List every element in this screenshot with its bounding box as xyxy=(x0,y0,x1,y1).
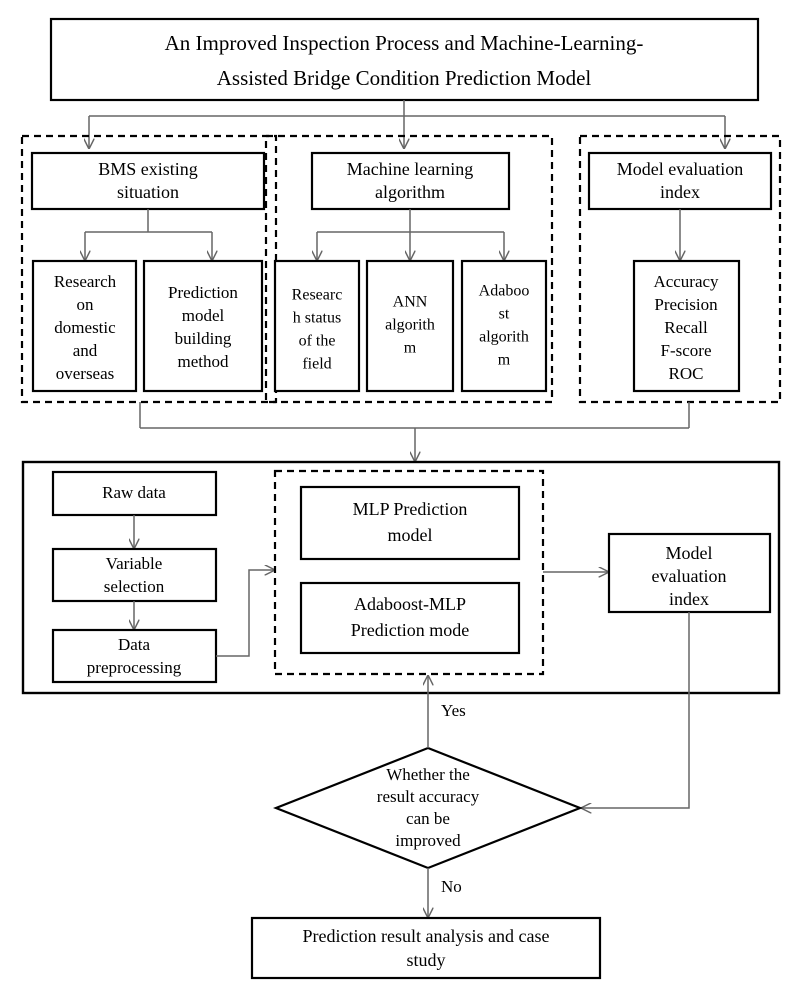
preprocessing-line-1: Data xyxy=(118,635,151,654)
bms-head-line-1: BMS existing xyxy=(98,159,198,179)
output-line-3: index xyxy=(669,589,709,609)
metric-precision: Precision xyxy=(654,295,718,314)
decision-line-4: improved xyxy=(395,831,461,850)
research-line-4: and xyxy=(73,341,98,360)
adamlp-line-1: Adaboost-MLP xyxy=(354,594,466,614)
evaluation-to-decision-connector xyxy=(582,612,690,808)
final-line-2: study xyxy=(406,950,445,970)
title-line-1: An Improved Inspection Process and Machi… xyxy=(165,31,644,55)
adamlp-line-2: Prediction mode xyxy=(351,620,469,640)
decision-line-2: result accuracy xyxy=(377,787,480,806)
groups-merge-connectors xyxy=(139,402,690,461)
group-prediction-models: MLP Prediction model Adaboost-MLP Predic… xyxy=(273,469,545,676)
box-ann-algorithm: ANN algorith m xyxy=(365,259,455,393)
no-label: No xyxy=(441,877,462,896)
group-bms-existing-situation: BMS existing situation Research on domes… xyxy=(20,134,278,404)
research-line-3: domestic xyxy=(54,318,116,337)
box-model-evaluation-index-output: Model evaluation index xyxy=(607,532,772,614)
metric-roc: ROC xyxy=(669,364,704,383)
variable-line-2: selection xyxy=(104,577,165,596)
box-prediction-result-analysis: Prediction result analysis and case stud… xyxy=(250,916,602,980)
research-line-1: Research xyxy=(54,272,117,291)
output-line-2: evaluation xyxy=(652,566,727,586)
metric-accuracy: Accuracy xyxy=(653,272,719,291)
adaboost-line-4: m xyxy=(498,352,511,369)
box-prediction-model-building: Prediction model building method xyxy=(142,259,264,393)
pipeline-outer-box xyxy=(21,460,781,695)
mlp-line-1: MLP Prediction xyxy=(353,499,468,519)
resstatus-line-2: h status xyxy=(293,310,341,327)
resstatus-line-3: of the xyxy=(299,333,336,350)
decision-no-branch: No xyxy=(428,868,462,917)
eval-head-line-2: index xyxy=(660,182,700,202)
metric-fscore: F-score xyxy=(661,341,712,360)
decision-yes-branch: Yes xyxy=(428,676,466,748)
bms-head-line-2: situation xyxy=(117,182,179,202)
predmodel-line-1: Prediction xyxy=(168,283,238,302)
box-adaboost-algorithm: Adaboo st algorith m xyxy=(460,259,548,393)
box-adaboost-mlp-prediction-mode: Adaboost-MLP Prediction mode xyxy=(299,581,521,655)
models-dashed-border xyxy=(273,469,545,676)
output-line-1: Model xyxy=(666,543,713,563)
resstatus-line-1: Researc xyxy=(292,287,343,304)
adaboost-line-2: st xyxy=(499,306,510,323)
research-line-2: on xyxy=(77,295,95,314)
title-box: An Improved Inspection Process and Machi… xyxy=(49,17,760,102)
box-metrics: Accuracy Precision Recall F-score ROC xyxy=(632,259,741,393)
adaboost-line-3: algorith xyxy=(479,329,529,346)
box-data-preprocessing: Data preprocessing xyxy=(51,628,218,684)
predmodel-line-3: building xyxy=(175,329,232,348)
group-model-evaluation-index: Model evaluation index Accuracy Precisio… xyxy=(578,134,782,404)
ml-head-line-2: algorithm xyxy=(375,182,445,202)
final-line-1: Prediction result analysis and case xyxy=(303,926,550,946)
yes-label: Yes xyxy=(441,701,466,720)
ml-head-line-1: Machine learning xyxy=(347,159,473,179)
decision-line-1: Whether the xyxy=(386,765,470,784)
box-variable-selection: Variable selection xyxy=(51,547,218,603)
adaboost-line-1: Adaboo xyxy=(479,283,530,300)
box-mlp-prediction-model: MLP Prediction model xyxy=(299,485,521,561)
bms-split-connectors xyxy=(85,209,212,260)
research-line-5: overseas xyxy=(56,364,115,383)
preprocessing-line-2: preprocessing xyxy=(87,658,182,677)
preprocessing-to-models-connector xyxy=(216,570,274,657)
mlp-line-2: model xyxy=(388,525,433,545)
title-line-2: Assisted Bridge Condition Prediction Mod… xyxy=(217,66,592,90)
decision-line-3: can be xyxy=(406,809,450,828)
predmodel-line-2: model xyxy=(182,306,225,325)
ml-split-connectors xyxy=(317,209,504,260)
resstatus-line-4: field xyxy=(302,356,331,373)
metric-recall: Recall xyxy=(664,318,708,337)
decision-diamond-accuracy: Whether the result accuracy can be impro… xyxy=(273,746,583,870)
predmodel-line-4: method xyxy=(178,352,229,371)
variable-line-1: Variable xyxy=(106,554,163,573)
box-raw-data: Raw data xyxy=(51,470,218,517)
ann-line-3: m xyxy=(404,340,417,357)
box-research-status-field: Researc h status of the field xyxy=(273,259,361,393)
ml-head-box: Machine learning algorithm xyxy=(310,151,511,211)
group-machine-learning-algorithm: Machine learning algorithm Researc h sta… xyxy=(264,134,554,404)
bms-head-box: BMS existing situation xyxy=(30,151,266,211)
eval-head-line-1: Model evaluation xyxy=(617,159,743,179)
ann-line-1: ANN xyxy=(393,294,428,311)
box-research-domestic-overseas: Research on domestic and overseas xyxy=(31,259,138,393)
raw-data-label: Raw data xyxy=(102,483,166,502)
group-eval-dashed-border xyxy=(578,134,782,404)
eval-head-box: Model evaluation index xyxy=(587,151,773,211)
ann-line-2: algorith xyxy=(385,317,435,334)
title-branch-connectors xyxy=(89,100,725,148)
